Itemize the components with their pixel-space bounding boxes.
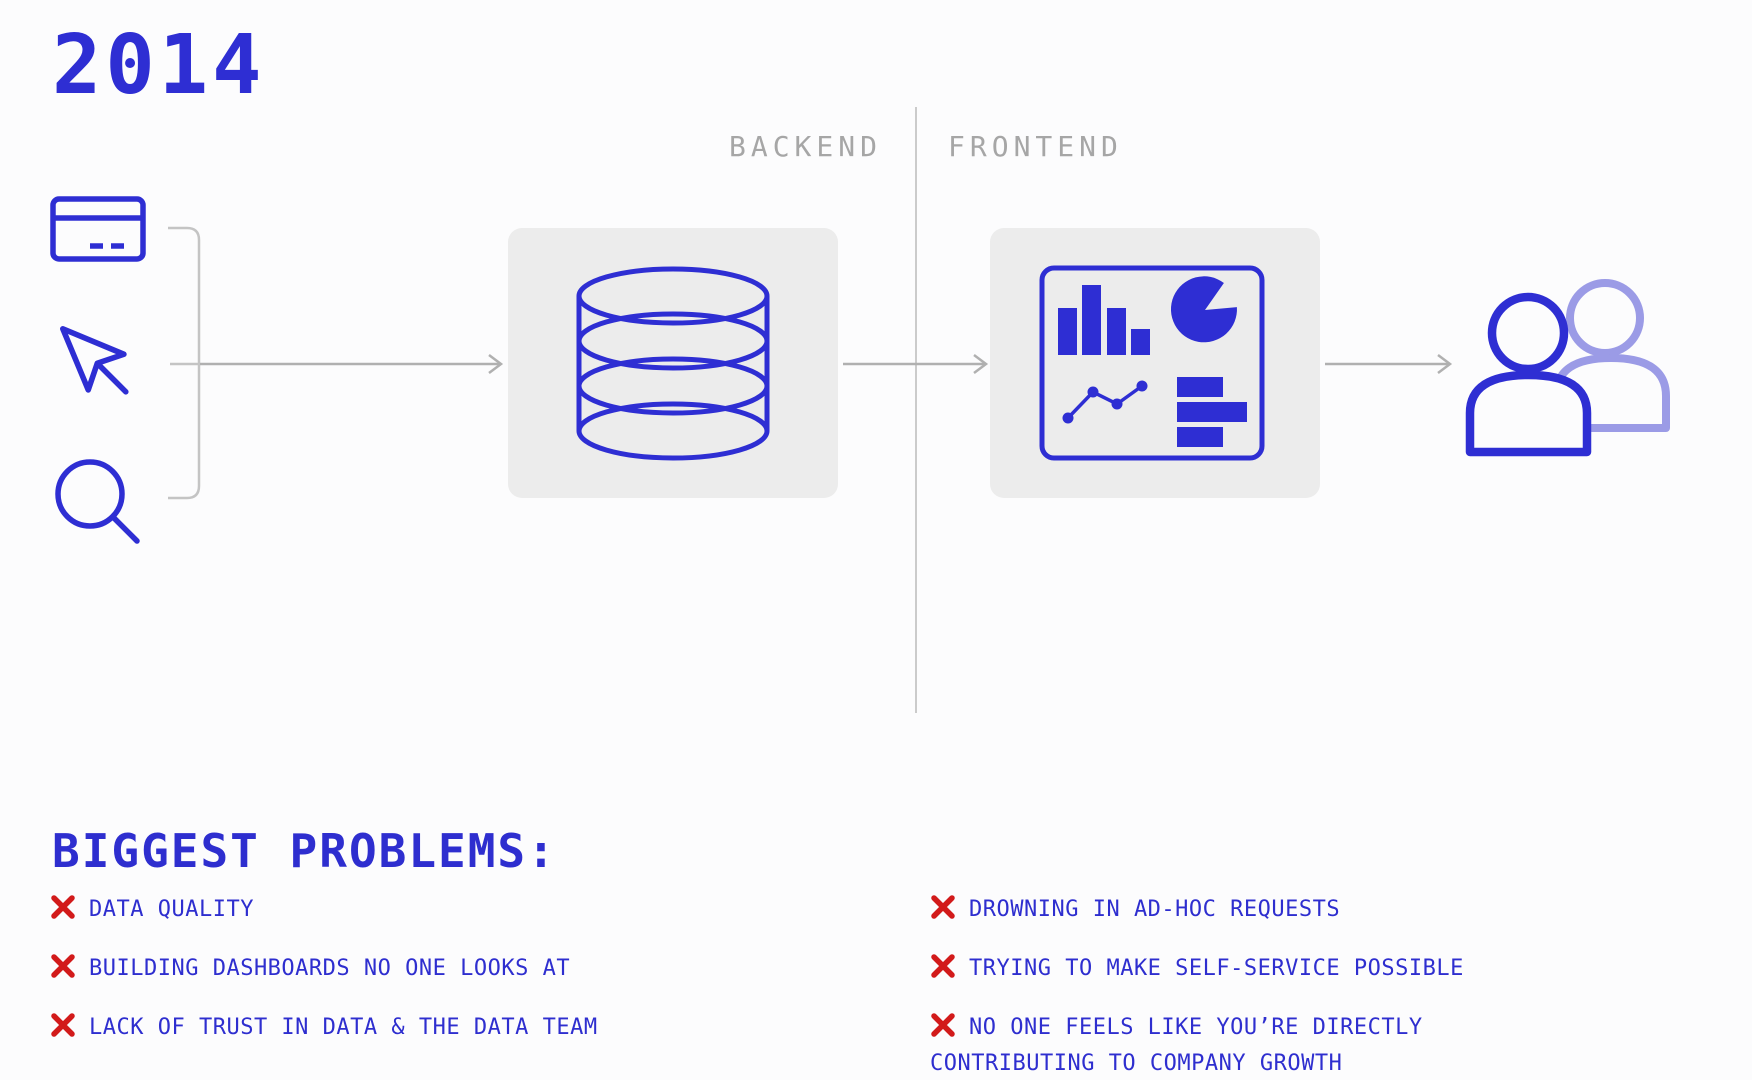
credit-card-icon: [50, 196, 146, 262]
arrow-sources-to-database: [200, 354, 504, 374]
arrow-database-to-dashboard: [843, 354, 989, 374]
bar-chart-icon: [1058, 285, 1150, 355]
problem-item: NO ONE FEELS LIKE YOU’RE DIRECTLY CONTRI…: [930, 1012, 1540, 1080]
problem-text: TRYING TO MAKE SELF-SERVICE POSSIBLE: [969, 955, 1464, 981]
backend-stage-card: [508, 228, 838, 498]
pie-chart-icon: [1170, 276, 1237, 343]
problem-text: NO ONE FEELS LIKE YOU’RE DIRECTLY CONTRI…: [930, 1014, 1423, 1076]
bracket-icon: [168, 226, 201, 500]
x-mark-icon: [50, 894, 76, 930]
cursor-icon: [60, 326, 129, 395]
x-mark-icon: [930, 953, 956, 989]
problem-item: DROWNING IN AD-HOC REQUESTS: [930, 894, 1540, 930]
page-title: 2014: [52, 18, 266, 113]
problems-column-left: DATA QUALITY BUILDING DASHBOARDS NO ONE …: [50, 894, 840, 1071]
user-back-icon: [1552, 279, 1670, 432]
problem-item: LACK OF TRUST IN DATA & THE DATA TEAM: [50, 1012, 840, 1048]
backend-label: BACKEND: [728, 130, 882, 163]
source-icons: [50, 196, 146, 544]
problem-text: LACK OF TRUST IN DATA & THE DATA TEAM: [89, 1014, 598, 1040]
problem-item: TRYING TO MAKE SELF-SERVICE POSSIBLE: [930, 953, 1540, 989]
users-icon: [1465, 279, 1670, 457]
problems-heading: BIGGEST PROBLEMS:: [52, 824, 557, 878]
horizontal-bars-icon: [1177, 377, 1247, 447]
dashboard-frame: [1039, 265, 1265, 461]
frontend-stage-card: [990, 228, 1320, 498]
dashboard-icon: [1039, 265, 1265, 461]
problem-text: BUILDING DASHBOARDS NO ONE LOOKS AT: [89, 955, 571, 981]
line-chart-icon: [1062, 380, 1148, 424]
problem-item: BUILDING DASHBOARDS NO ONE LOOKS AT: [50, 953, 840, 989]
problem-text: DROWNING IN AD-HOC REQUESTS: [969, 897, 1341, 922]
user-front-icon: [1465, 292, 1592, 457]
x-mark-icon: [930, 1012, 956, 1048]
problem-item: DATA QUALITY: [50, 894, 840, 930]
frontend-label: FRONTEND: [948, 130, 1123, 163]
x-mark-icon: [50, 953, 76, 989]
problems-column-right: DROWNING IN AD-HOC REQUESTS TRYING TO MA…: [930, 894, 1540, 1080]
database-icon: [576, 266, 770, 461]
problem-text: DATA QUALITY: [89, 897, 254, 922]
search-icon: [55, 459, 140, 544]
arrow-dashboard-to-users: [1325, 354, 1453, 374]
x-mark-icon: [930, 894, 956, 930]
x-mark-icon: [50, 1012, 76, 1048]
